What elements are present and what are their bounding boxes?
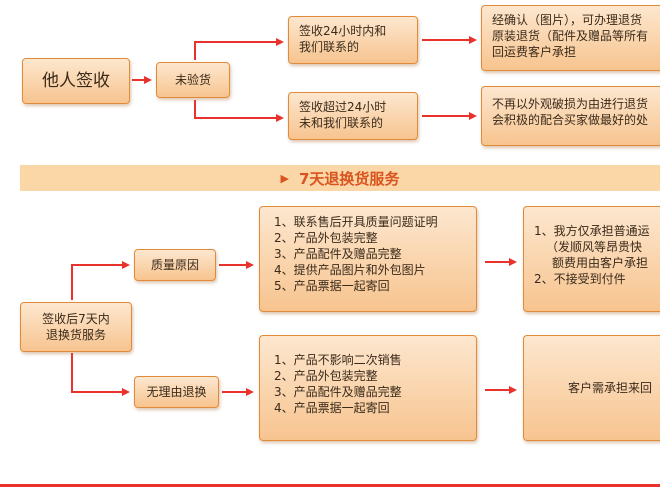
list-item: 2、产品外包装完整	[274, 231, 378, 245]
return-result-line3: 回运费客户承担	[492, 45, 577, 59]
return-result-line1: 经确认（图片），可办理退货	[492, 13, 643, 27]
quality-result-line1: 1、我方仅承担普通运	[534, 224, 650, 238]
quality-conditions-list: 1、联系售后开具质量问题证明 2、产品外包装完整 3、产品配件及赠品完整 4、提…	[274, 214, 462, 294]
list-item: 3、产品配件及赠品完整	[274, 385, 402, 399]
banner-title: 7天退换货服务	[299, 169, 400, 188]
seven-day-service-box: 签收后7天内 退换货服务	[20, 302, 132, 352]
section-banner: ▶ 7天退换货服务	[20, 165, 660, 191]
no-return-result-line1: 不再以外观破损为由进行退货	[492, 97, 649, 111]
list-item: 2、产品外包装完整	[274, 369, 378, 383]
uninspected-box: 未验货	[156, 62, 230, 98]
quality-result-line2: （发顺风等昂贵快	[546, 240, 643, 254]
arrow-to-branch2	[194, 100, 284, 122]
list-item: 4、产品票据一起寄回	[274, 401, 390, 415]
noreason-conditions-box: 1、产品不影响二次销售 2、产品外包装完整 3、产品配件及赠品完整 4、产品票据…	[259, 335, 477, 441]
over-24h-line2: 未和我们联系的	[299, 116, 384, 130]
others-signed-box: 他人签收	[22, 58, 130, 104]
quality-result-line4: 2、不接受到付件	[534, 272, 626, 286]
no-reason-return-box: 无理由退换	[134, 376, 219, 408]
bottom-divider	[0, 484, 660, 487]
arrow-to-quality	[71, 261, 130, 300]
quality-reason-box: 质量原因	[134, 249, 216, 281]
arrow-to-branch1	[194, 38, 284, 60]
over-24h-box: 签收超过24小时 未和我们联系的	[288, 92, 418, 140]
quality-result-box: 1、我方仅承担普通运 （发顺风等昂贵快 额费用由客户承担 2、不接受到付件	[523, 206, 660, 312]
within-24h-line2: 我们联系的	[299, 40, 360, 54]
within-24h-box: 签收24小时内和 我们联系的	[288, 16, 418, 64]
arrow-to-noreason	[71, 353, 130, 396]
uninspected-label: 未验货	[174, 73, 211, 87]
no-return-result-line2: 会积极的配合买家做最好的处	[492, 113, 649, 127]
seven-day-line1: 签收后7天内	[42, 312, 110, 326]
no-return-result-box: 不再以外观破损为由进行退货 会积极的配合买家做最好的处	[481, 86, 660, 146]
list-item: 3、产品配件及赠品完整	[274, 247, 402, 261]
quality-conditions-box: 1、联系售后开具质量问题证明 2、产品外包装完整 3、产品配件及赠品完整 4、提…	[259, 206, 477, 312]
quality-reason-label: 质量原因	[150, 258, 199, 272]
others-signed-label: 他人签收	[42, 71, 110, 91]
quality-result-line3: 额费用由客户承担	[552, 256, 649, 270]
noreason-result-box: 客户需承担来回	[523, 335, 660, 441]
list-item: 1、联系售后开具质量问题证明	[274, 215, 438, 229]
over-24h-line1: 签收超过24小时	[299, 100, 387, 114]
return-result-box: 经确认（图片），可办理退货 原装退货（配件及赠品等所有 回运费客户承担	[481, 5, 660, 71]
within-24h-line1: 签收24小时内和	[299, 24, 387, 38]
banner-arrow-icon: ▶	[280, 171, 289, 185]
noreason-conditions-list: 1、产品不影响二次销售 2、产品外包装完整 3、产品配件及赠品完整 4、产品票据…	[274, 352, 462, 416]
return-result-line2: 原装退货（配件及赠品等所有	[492, 29, 649, 43]
list-item: 4、提供产品图片和外包图片	[274, 263, 426, 277]
list-item: 1、产品不影响二次销售	[274, 353, 402, 367]
seven-day-line2: 退换货服务	[45, 328, 106, 342]
no-reason-return-label: 无理由退换	[146, 385, 207, 399]
noreason-result-label: 客户需承担来回	[568, 381, 653, 395]
list-item: 5、产品票据一起寄回	[274, 279, 390, 293]
